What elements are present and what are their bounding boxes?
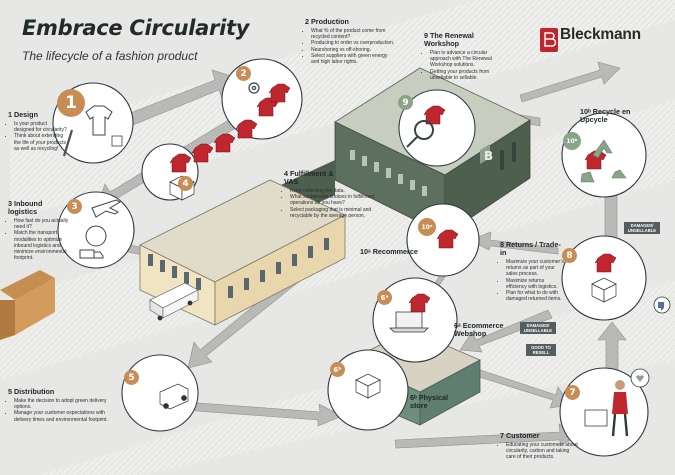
arrow-returns-to-recommerce [469, 231, 559, 255]
step-bullet: Manage your customer expectations with d… [14, 410, 120, 422]
step-number-customer: 7 [565, 385, 580, 400]
step-title: 6ᵇ Physical store [410, 393, 448, 410]
step-physical: 6ᵇ Physical store [410, 394, 462, 412]
good-to-resell-tag: GOOD TO RESELL [526, 344, 556, 356]
page-subtitle: The lifecycle of a fashion product [22, 49, 198, 63]
logo: Bleckmann [538, 26, 641, 44]
magnifier-icon [406, 120, 434, 148]
bleckmann-logo-mark [540, 28, 558, 52]
step-bullet: Getting your products from unsellable to… [430, 69, 494, 81]
customer-figure [584, 380, 629, 437]
step-bullet: Educating your customers about circulari… [506, 442, 578, 461]
tshirt-icon [594, 253, 617, 273]
tshirt-icon [213, 133, 236, 153]
production-circle [221, 58, 303, 140]
step-inbound: 3 Inbound logistics How fast do you actu… [8, 199, 70, 262]
step-number-design: 1 [57, 89, 85, 117]
step-returns: 8 Returns / Trade-in Maximize your custo… [500, 240, 564, 303]
step-renewal: 9 The Renewal Workshop Plan in advance a… [424, 32, 494, 81]
step-title: 1 Design [8, 110, 38, 119]
gear-icon [248, 82, 260, 94]
damaged-unsellable-tag: DAMAGED/ UNSELLABLE [624, 222, 660, 234]
step-title: 4 Fulfillment & VAS [284, 169, 334, 186]
fulfillment-warehouse [139, 179, 346, 326]
svg-text:B: B [484, 149, 493, 163]
step-bullet: Plan for what to do with damaged returne… [506, 290, 564, 302]
arrow-physical-to-customer [394, 423, 579, 449]
step-title: 10ᵇ Recycle en Upcycle [580, 107, 631, 124]
step-bullet: Make the decision to adopt green deliver… [14, 398, 120, 410]
inbound-pallets [0, 270, 55, 340]
tshirt-icon [268, 83, 291, 103]
step-number-fulfillment: 4 [178, 176, 193, 191]
step-bullet: How fast do you actually need it? [14, 218, 70, 230]
tshirt-icon [436, 229, 459, 249]
step-bullet: Producing to order vs overproduction. [311, 40, 395, 46]
step-title: 9 The Renewal Workshop [424, 31, 474, 48]
step-bullet: Select suppliers with green energy and h… [311, 53, 395, 65]
step-number-recommerce: 10ᵃ [418, 218, 436, 236]
page-title: Embrace Circularity [22, 16, 250, 40]
tshirt-icon [169, 153, 192, 173]
step-title: 8 Returns / Trade-in [500, 240, 561, 257]
step-title: 6ᵃ Ecommerce Webshop [454, 321, 504, 338]
step-number-production: 2 [236, 66, 251, 81]
step-number-physical: 6ᵇ [330, 362, 345, 377]
van-icon [159, 383, 189, 410]
step-bullet: Match the transport modalities to optimi… [14, 230, 70, 261]
tshirt-icon [191, 143, 214, 163]
tshirt-icon [423, 105, 446, 125]
step-title: 10ᵃ Recommerce [360, 247, 418, 256]
box-icon [603, 283, 617, 303]
step-bullet: Plan in advance a circular approach with… [430, 50, 494, 69]
step-title: 7 Customer [500, 431, 540, 440]
step-distribution: 5 Distribution Make the decision to adop… [8, 388, 120, 423]
step-recycle: 10ᵇ Recycle en Upcycle [580, 108, 642, 126]
design-sketch-icon [62, 105, 123, 157]
laptop-icon [389, 311, 429, 333]
inbound-transport-icons [79, 199, 122, 259]
step-title: 3 Inbound logistics [8, 199, 43, 216]
logo-text: Bleckmann [560, 26, 641, 43]
tshirt-icons [169, 83, 617, 313]
arrow-distribution-to-physical [182, 401, 343, 427]
tshirt-icon [408, 293, 431, 313]
tshirt-icon [256, 97, 279, 117]
globe-icon [85, 225, 107, 247]
step-number-inbound: 3 [67, 199, 82, 214]
renewal-circle [398, 89, 476, 167]
step-number-renewal: 9 [398, 95, 413, 110]
step-fulfillment: 4 Fulfillment & VAS Keep collecting the … [284, 170, 376, 219]
step-number-returns: 8 [562, 248, 577, 263]
step-production: 2 Production What % of the product come … [305, 17, 395, 66]
step-bullet: Is your product designed for circularity… [14, 121, 68, 133]
step-customer: 7 Customer Educating your customers abou… [500, 432, 578, 461]
arrow-renewal-loop [519, 61, 621, 103]
truck-icon [79, 249, 104, 259]
airplane-icon [91, 199, 122, 218]
step-title: 2 Production [305, 17, 349, 26]
step-bullet: Select packaging that is minimal and rec… [290, 207, 376, 219]
box-icon [367, 379, 381, 399]
step-number-recycle: 10ᵇ [563, 132, 581, 150]
step-bullet: What % of the product come from recycled… [311, 28, 395, 40]
step-number-ecommerce: 6ᵃ [377, 290, 392, 305]
package-boxes [169, 175, 617, 399]
step-recommerce: 10ᵃ Recommerce [360, 248, 420, 258]
step-bullet: What sustainable choices in fulfillment … [290, 194, 376, 206]
step-number-distribution: 5 [124, 370, 139, 385]
step-design: 1 Design Is your product designed for ci… [8, 111, 68, 152]
delivery-truck [149, 282, 199, 321]
step-bullet: Think about extending the life of your p… [14, 133, 68, 152]
damaged-unsellable-tag: DAMAGED/ UNSELLABLE [520, 322, 556, 334]
step-bullet: Maximize returns efficiency with logisti… [506, 278, 564, 290]
step-bullet: Keep collecting the data. [290, 188, 376, 194]
tshirt-icon [235, 119, 258, 139]
step-title: 5 Distribution [8, 387, 55, 396]
step-bullet: Maximize your customer’s returns as part… [506, 259, 564, 278]
step-ecommerce: 6ᵃ Ecommerce Webshop [454, 322, 506, 340]
step-bullet: Nearshoring vs off-shoring. [311, 47, 395, 53]
recycle-icon [580, 139, 627, 183]
